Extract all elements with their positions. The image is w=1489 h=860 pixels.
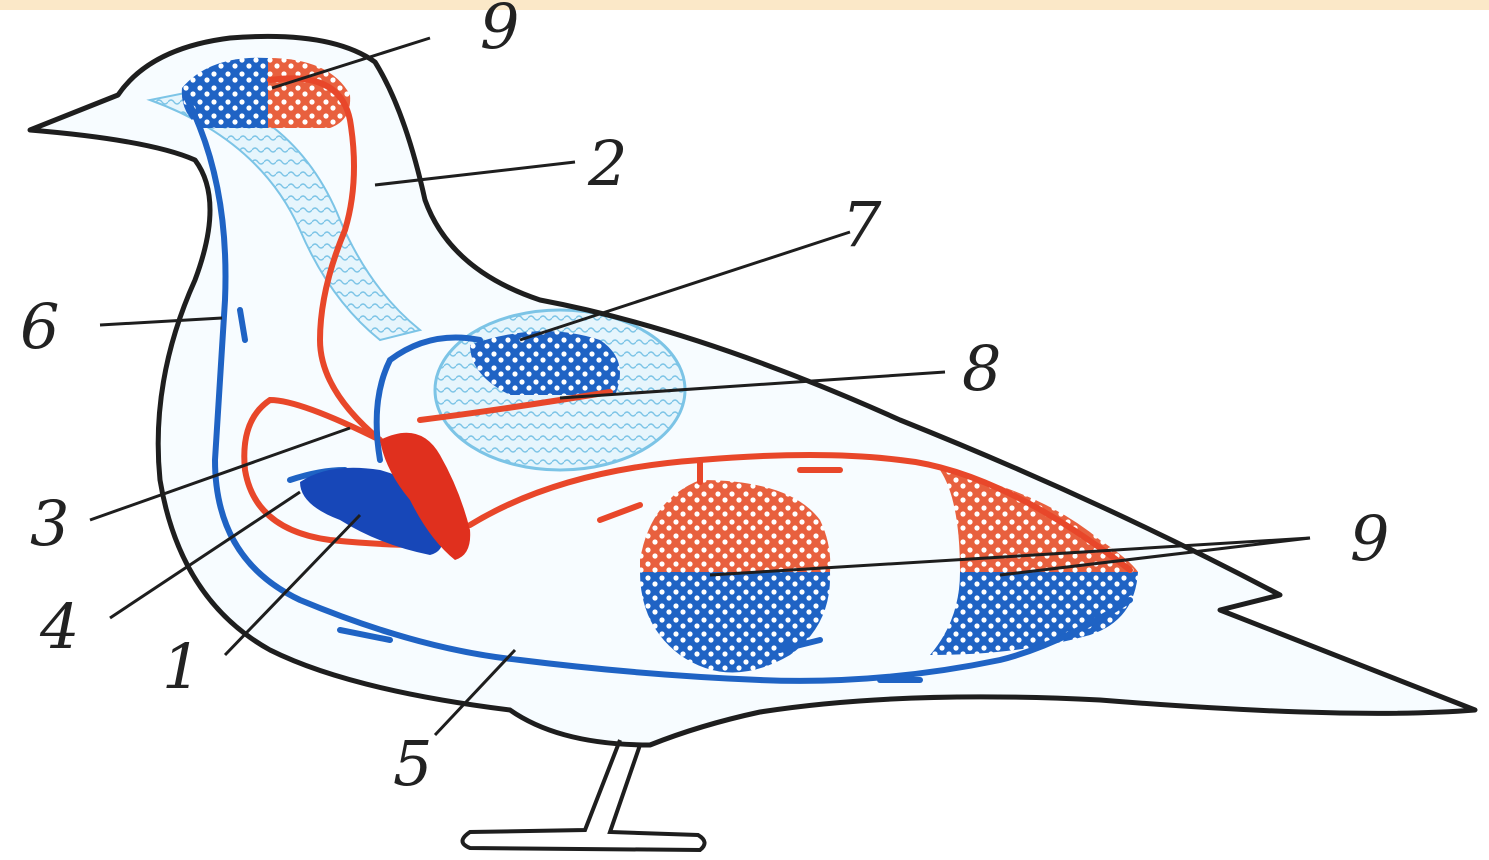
label-vena-cava: 5 [393, 727, 432, 800]
label-carotid-artery: 2 [587, 127, 627, 200]
label-aortic-arch: 3 [30, 487, 69, 560]
label-jugular-vein: 6 [20, 290, 59, 363]
bird-leg [463, 740, 705, 850]
label-heart: 1 [162, 630, 201, 703]
label-pulmonary-vein: 8 [962, 332, 1001, 405]
label-body-capillaries: 9 [1350, 502, 1389, 575]
label-pulmonary-artery: 4 [39, 590, 79, 663]
label-lung: 7 [842, 188, 882, 261]
label-head-capillaries: 9 [480, 0, 519, 63]
